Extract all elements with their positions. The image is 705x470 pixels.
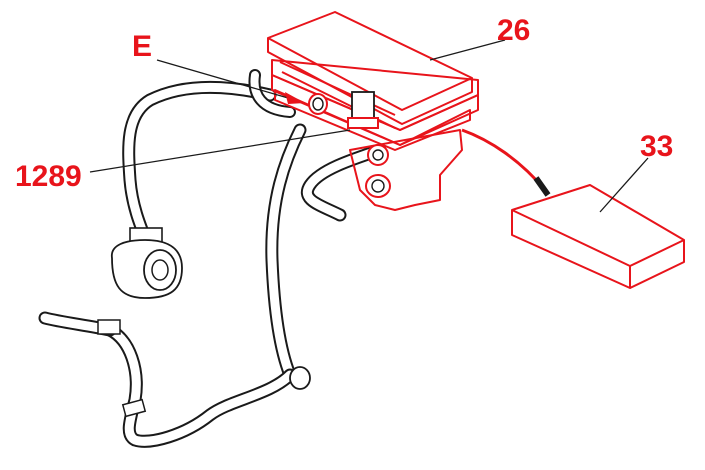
callout-26: 26 — [497, 14, 530, 47]
sensor-unit — [111, 227, 183, 299]
callout-1289: 1289 — [15, 160, 82, 193]
leader-lines — [89, 39, 649, 213]
ecu-module — [511, 184, 685, 289]
hose-assembly — [38, 69, 387, 448]
callout-33: 33 — [640, 130, 673, 163]
filter-box — [267, 11, 551, 211]
callout-e: E — [132, 30, 152, 63]
